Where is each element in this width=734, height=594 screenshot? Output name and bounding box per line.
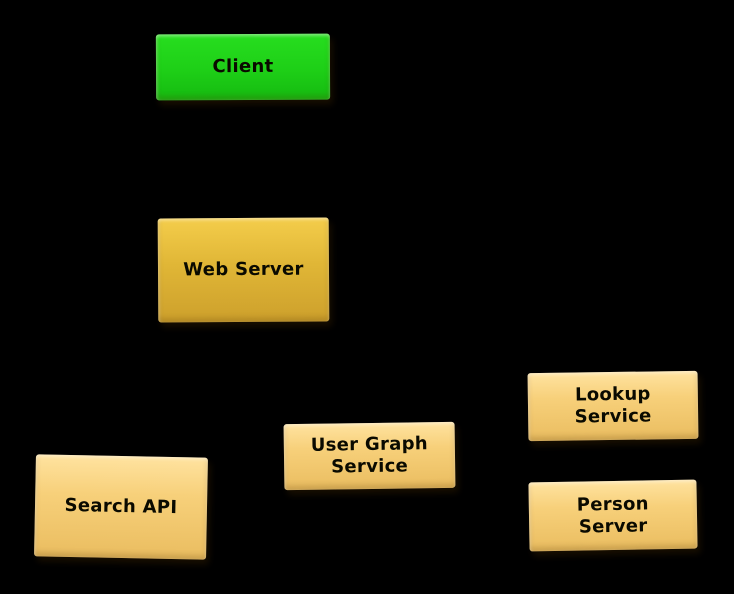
node-search-api: Search API [34, 454, 208, 560]
node-web-server: Web Server [157, 217, 330, 323]
node-user-graph-service: User Graph Service [283, 421, 456, 491]
node-search-api-label: Search API [64, 495, 178, 519]
node-client-label: Client [212, 56, 274, 78]
node-user-graph-service-label-line1: User Graph [310, 433, 429, 457]
node-lookup-service: Lookup Service [527, 370, 699, 442]
node-person-server-label-line1: Person [576, 493, 649, 516]
node-lookup-service-label-line1: Lookup [574, 383, 651, 406]
node-person-server: Person Server [528, 479, 698, 552]
node-user-graph-service-label-line2: Service [331, 455, 409, 478]
node-web-server-label: Web Server [183, 258, 304, 281]
node-client: Client [155, 33, 331, 101]
node-lookup-service-label-line2: Service [574, 405, 652, 428]
node-person-server-label-line2: Server [578, 514, 648, 538]
